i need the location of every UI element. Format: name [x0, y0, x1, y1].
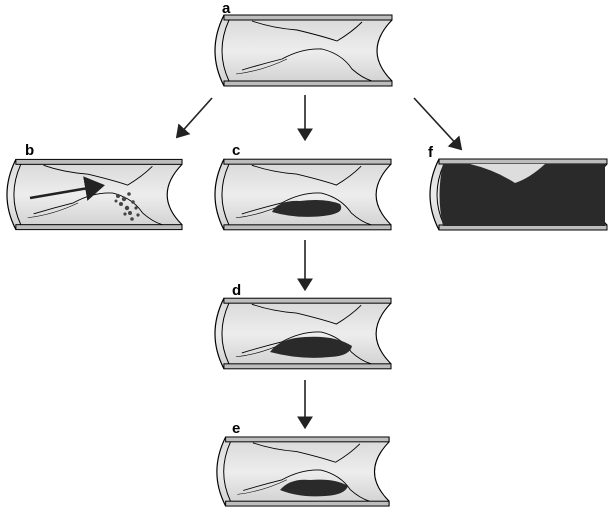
panel-d: d	[214, 282, 392, 370]
panel-label-f: f	[428, 144, 434, 161]
residual-lumen	[470, 164, 545, 183]
artery-mural-thrombus	[214, 158, 392, 231]
panel-label-b: b	[25, 142, 34, 159]
panel-label-e: e	[232, 420, 240, 437]
panel-label-a: a	[222, 0, 231, 17]
arrow-a-to-b	[175, 97, 213, 139]
panel-label-d: d	[232, 282, 241, 299]
panel-a: a	[214, 0, 393, 87]
occlusion	[439, 164, 605, 226]
progression-arrows	[175, 95, 463, 430]
artery-with-plaque	[214, 14, 393, 87]
artery-plaque-rupture	[6, 158, 183, 231]
panel-label-c: c	[232, 142, 240, 159]
panel-f: f	[428, 144, 608, 231]
thrombus	[272, 200, 342, 217]
thrombus	[280, 479, 348, 497]
panel-e: e	[216, 420, 390, 507]
arrow-a-to-f	[413, 97, 463, 151]
thrombus	[270, 336, 352, 358]
embolus-debris	[114, 192, 140, 221]
artery-growing-thrombus	[214, 297, 392, 370]
flow-arrow	[29, 176, 105, 201]
panel-c: c	[214, 142, 392, 231]
panel-b: b	[6, 142, 183, 231]
